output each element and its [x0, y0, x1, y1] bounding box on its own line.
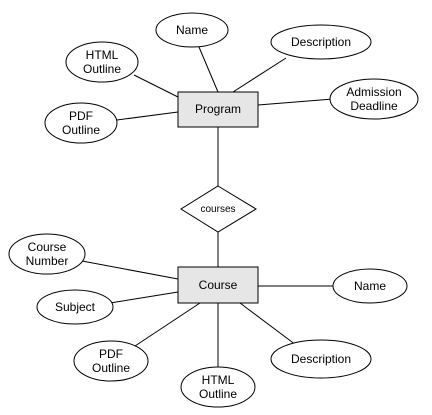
attribute-program-description-ellipse	[270, 24, 372, 60]
attribute-course-pdf-outline-line1: PDF	[99, 347, 123, 361]
entity-course: Course	[177, 266, 259, 304]
edge-program-description	[232, 57, 287, 93]
attribute-program-admission-deadline-line1: Admission	[346, 85, 401, 99]
edge-course-description	[239, 302, 297, 346]
attribute-course-html-outline: HTML Outline	[180, 366, 256, 408]
attribute-program-admission-deadline-line2: Deadline	[350, 99, 398, 113]
attribute-program-name: Name	[155, 12, 229, 48]
attribute-course-name: Name	[332, 268, 408, 304]
attribute-course-description-label: Description	[291, 352, 351, 366]
entity-program-box	[177, 91, 259, 128]
attribute-course-description-ellipse	[270, 339, 372, 379]
edge-course-number	[81, 260, 179, 280]
entity-course-label: Course	[199, 278, 238, 292]
attribute-program-html-outline: HTML Outline	[65, 41, 139, 83]
edge-program-name	[198, 46, 219, 93]
attribute-program-description-label: Description	[291, 35, 351, 49]
edge-program-admission-deadline	[257, 98, 334, 106]
attribute-course-number: Course Number	[8, 233, 86, 275]
relationship-courses-diamond	[180, 185, 257, 233]
edge-course-subject	[109, 291, 179, 304]
attribute-program-html-outline-ellipse	[65, 41, 139, 83]
attribute-program-pdf-outline-line1: PDF	[69, 109, 93, 123]
attribute-course-html-outline-line2: Outline	[199, 387, 237, 401]
attribute-course-subject-label: Subject	[55, 300, 96, 314]
entity-course-box	[177, 266, 259, 304]
attribute-program-pdf-outline-ellipse	[44, 102, 118, 144]
relationship-courses-label: courses	[200, 204, 235, 215]
attribute-course-subject: Subject	[36, 289, 114, 325]
relationship-courses: courses	[180, 185, 257, 233]
edge-program-html-outline	[133, 74, 179, 98]
attribute-course-pdf-outline: PDF Outline	[73, 340, 149, 382]
edge-program-pdf-outline	[116, 111, 179, 121]
entity-program-label: Program	[195, 102, 241, 116]
edge-course-pdf-outline	[134, 302, 201, 347]
attribute-program-name-label: Name	[176, 23, 208, 37]
attribute-course-html-outline-ellipse	[180, 366, 256, 408]
attribute-course-pdf-outline-ellipse	[73, 340, 149, 382]
attribute-program-name-ellipse	[155, 12, 229, 48]
attribute-program-admission-deadline-ellipse	[329, 78, 419, 120]
connector-lines	[81, 46, 335, 369]
attribute-course-subject-ellipse	[36, 289, 114, 325]
attribute-program-pdf-outline: PDF Outline	[44, 102, 118, 144]
attribute-program-admission-deadline: Admission Deadline	[329, 78, 419, 120]
attribute-course-name-ellipse	[332, 268, 408, 304]
attribute-program-description: Description	[270, 24, 372, 60]
attribute-program-html-outline-line2: Outline	[83, 62, 121, 76]
attribute-course-pdf-outline-line2: Outline	[92, 361, 130, 375]
attribute-course-name-label: Name	[354, 279, 386, 293]
attribute-course-html-outline-line1: HTML	[202, 373, 235, 387]
attribute-course-description: Description	[270, 339, 372, 379]
attribute-program-pdf-outline-line2: Outline	[62, 123, 100, 137]
attribute-course-number-ellipse	[8, 233, 86, 275]
attribute-course-number-line2: Number	[26, 254, 69, 268]
attribute-course-number-line1: Course	[28, 240, 67, 254]
entity-program: Program	[177, 91, 259, 128]
attribute-program-html-outline-line1: HTML	[86, 48, 119, 62]
